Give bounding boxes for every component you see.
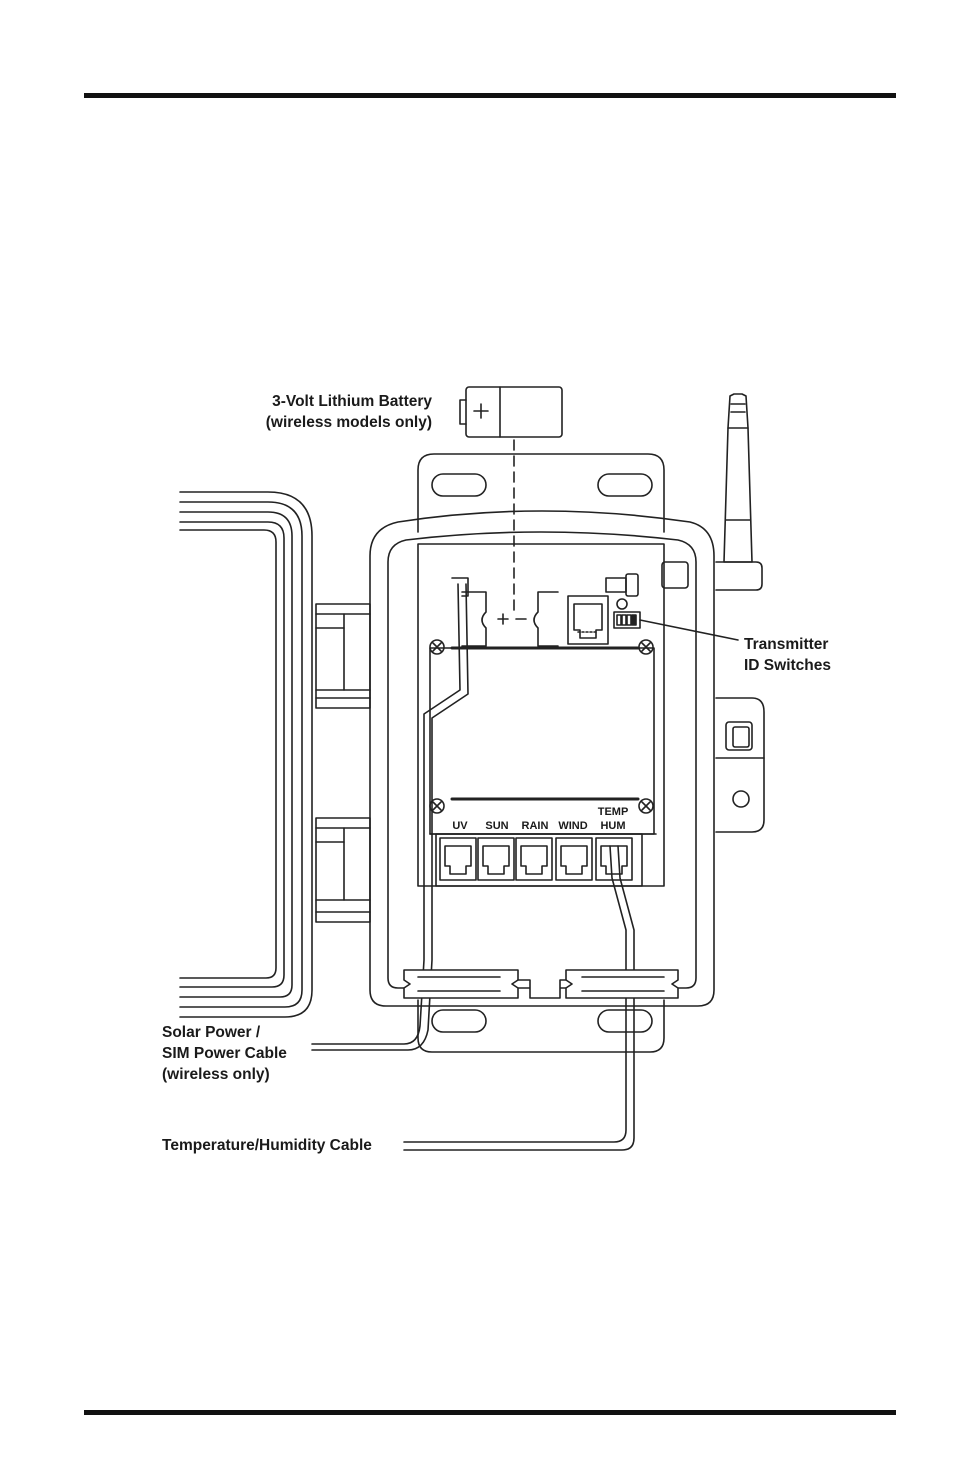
sensor-jacks [439, 837, 633, 881]
top-jack [567, 595, 609, 645]
open-lid [179, 491, 313, 1018]
battery-label-line2: (wireless models only) [265, 414, 432, 431]
hinges [315, 603, 371, 923]
housing [369, 510, 715, 1007]
mounting-plate [417, 453, 665, 1053]
port-label-hum: HUM [600, 820, 626, 832]
solar-label-line1: Solar Power / [162, 1024, 261, 1041]
port-label-temp: TEMP [597, 806, 629, 818]
transmitter-label-line1: Transmitter [744, 636, 829, 653]
transmitter-components [605, 573, 739, 641]
port-label-wind: WIND [558, 820, 588, 832]
solar-label-line3: (wireless only) [162, 1066, 270, 1083]
battery-label: 3-Volt Lithium Battery (wireless models … [200, 391, 432, 433]
solar-label-line2: SIM Power Cable [162, 1045, 287, 1062]
solar-cable-label: Solar Power / SIM Power Cable (wireless … [162, 1022, 287, 1085]
port-label-uv: UV [452, 820, 468, 832]
cable-clamps [403, 969, 679, 999]
side-latch [715, 697, 765, 833]
port-label-sun: SUN [485, 820, 509, 832]
antenna [661, 393, 763, 591]
temp-cable-label: Temperature/Humidity Cable [162, 1135, 372, 1156]
battery-holder [451, 386, 563, 647]
transmitter-label-line2: ID Switches [744, 657, 831, 674]
solar-power-cable [311, 583, 469, 1051]
port-label-rain: RAIN [521, 820, 549, 832]
battery-label-line1: 3-Volt Lithium Battery [272, 393, 432, 410]
temp-cable-label-text: Temperature/Humidity Cable [162, 1137, 372, 1154]
bottom-rule [84, 1410, 896, 1415]
circuit-board [417, 543, 665, 887]
top-rule [84, 93, 896, 98]
transmitter-label: Transmitter ID Switches [744, 634, 831, 676]
